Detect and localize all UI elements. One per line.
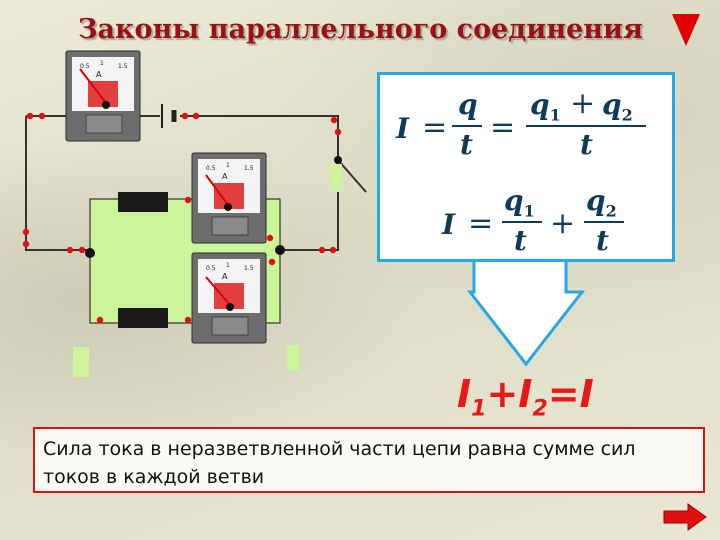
branch-marker (73, 347, 89, 377)
formula-symbol: t (580, 128, 593, 161)
meter-tick: 0.5 (80, 63, 90, 70)
meter-letter: A (222, 172, 228, 181)
ammeter: 0.5 1 1.5 A (191, 252, 267, 344)
ammeter: 0.5 1 1.5 A (191, 152, 267, 244)
branch-marker (287, 345, 299, 371)
formula-symbol: t (514, 224, 527, 257)
current-law: I1+I2=I (457, 372, 594, 422)
meter-letter: A (96, 70, 102, 79)
meter-tick: 1.5 (118, 63, 128, 70)
meter-tick: 0.5 (206, 265, 216, 272)
formula-operator: = (422, 110, 448, 145)
meter-tick: 1.5 (244, 265, 254, 272)
formula-operator: = (468, 206, 494, 241)
formula-symbol: I (396, 112, 410, 145)
junction-dot (85, 248, 95, 258)
formula-symbol: q1 (530, 88, 561, 125)
meter-tick: 1 (100, 60, 104, 67)
switch-contact (330, 164, 342, 190)
meter-tick: 1 (226, 262, 230, 269)
ammeter: 0.5 1 1.5 A (65, 50, 141, 142)
formula-symbol: q (458, 88, 478, 121)
formula-symbol: q2 (602, 88, 633, 125)
fraction-line (584, 221, 624, 223)
connector-dots (22, 112, 342, 324)
meter-letter: A (222, 272, 228, 281)
fraction-line (452, 125, 482, 127)
junction-dot (334, 156, 342, 164)
fraction-line (502, 221, 542, 223)
formula-operator: = (490, 110, 516, 145)
formula-symbol: q1 (504, 184, 535, 221)
formula-operator: + (550, 206, 576, 241)
meter-tick: 1 (226, 162, 230, 169)
meter-tick: 0.5 (206, 165, 216, 172)
formula-symbol: t (596, 224, 609, 257)
resistor-top (118, 192, 168, 212)
triangle-down-icon[interactable] (672, 14, 700, 46)
resistor-bottom (118, 308, 168, 328)
slide-title: Законы параллельного соединения (78, 14, 643, 45)
formula-symbol: q2 (586, 184, 617, 221)
battery (161, 104, 177, 128)
formula-symbol: t (460, 128, 473, 161)
arrow-right-icon[interactable] (662, 502, 708, 532)
fraction-line (526, 125, 646, 127)
formula-box: I = q t = q1 + q2 t I = q1 t + q2 t (377, 72, 675, 262)
junction-dot (275, 245, 285, 255)
meter-tick: 1.5 (244, 165, 254, 172)
rule-statement: Сила тока в неразветвленной части цепи р… (33, 427, 705, 493)
formula-operator: + (570, 86, 596, 121)
formula-symbol: I (442, 208, 456, 241)
